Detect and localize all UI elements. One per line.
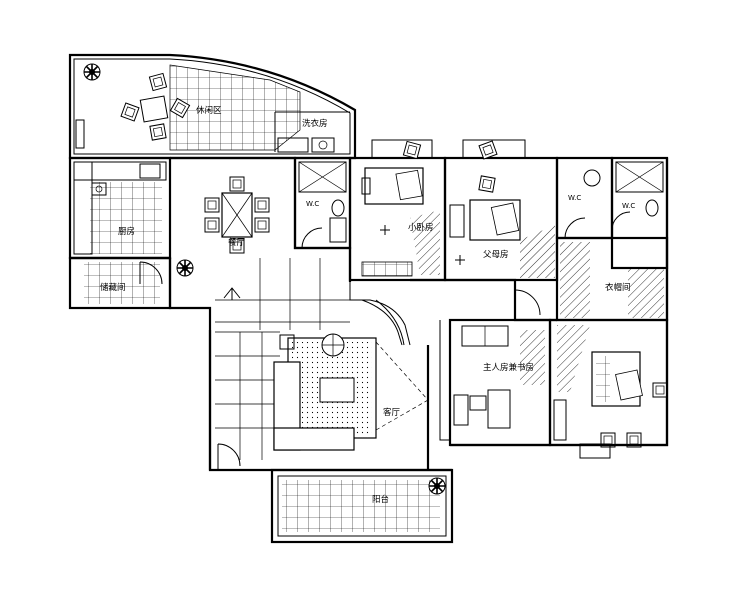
toilet-icon bbox=[331, 199, 345, 217]
armchair-icon bbox=[402, 140, 422, 160]
dining-chair bbox=[254, 197, 270, 213]
room-label-wc1: W.C bbox=[306, 200, 319, 208]
toilet-icon bbox=[645, 199, 659, 217]
dining-chair bbox=[204, 197, 220, 213]
armchair-icon bbox=[652, 382, 668, 398]
room-label-leisure: 休闲区 bbox=[196, 105, 222, 116]
wc-3: W.C bbox=[610, 156, 669, 270]
master-bedroom bbox=[548, 318, 669, 459]
room-label-wc3: W.C bbox=[622, 202, 635, 210]
living-room: 客厅 bbox=[208, 330, 430, 470]
room-label-balcony: 阳台 bbox=[372, 494, 389, 505]
parent-bedroom: 父母房 bbox=[443, 139, 559, 282]
plant-icon bbox=[83, 63, 101, 81]
cloakroom: 衣帽间 bbox=[555, 236, 669, 322]
dining-chair bbox=[204, 217, 220, 233]
balcony: 阳台 bbox=[270, 468, 454, 544]
sofa-icon bbox=[273, 427, 355, 451]
toilet-icon bbox=[583, 169, 601, 187]
room-label-laundry: 洗衣房 bbox=[302, 118, 328, 129]
wc-1: W.C bbox=[293, 156, 352, 250]
armchair-icon bbox=[478, 175, 496, 193]
room-label-cloakroom: 衣帽间 bbox=[605, 282, 631, 293]
wc-2: W.C bbox=[555, 156, 614, 240]
leisure-area: 休闲区 洗衣房 bbox=[68, 53, 357, 160]
armchair-icon bbox=[148, 72, 168, 92]
armchair-icon bbox=[120, 102, 140, 122]
kitchen: 厨房 bbox=[68, 156, 172, 260]
armchair-icon bbox=[478, 140, 498, 160]
dining-chair bbox=[229, 176, 245, 192]
room-label-small-bedroom: 小卧房 bbox=[408, 222, 434, 233]
storage-room: 储藏间 bbox=[68, 256, 172, 310]
room-label-storage: 储藏间 bbox=[100, 282, 126, 293]
armchair-icon bbox=[149, 123, 167, 141]
room-label-parent-bedroom: 父母房 bbox=[483, 249, 509, 260]
dining-chair bbox=[254, 217, 270, 233]
plant-icon bbox=[176, 259, 194, 277]
room-label-dining: 餐厅 bbox=[228, 238, 246, 248]
master-study-room: 主人房兼书房 bbox=[439, 318, 552, 447]
plant-icon bbox=[428, 477, 446, 495]
room-label-master-study: 主人房兼书房 bbox=[483, 362, 534, 373]
room-label-kitchen: 厨房 bbox=[118, 226, 135, 237]
room-label-living: 客厅 bbox=[383, 407, 401, 418]
small-bedroom: 小卧房 bbox=[348, 139, 447, 282]
room-label-wc2: W.C bbox=[568, 194, 581, 202]
